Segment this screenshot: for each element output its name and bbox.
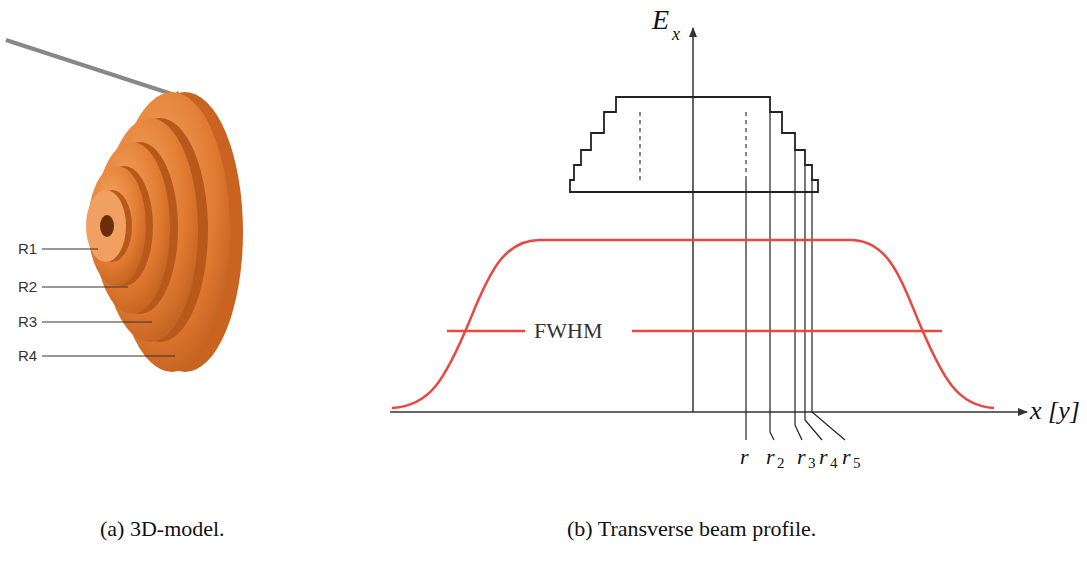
caption: (a) 3D-model. bbox=[100, 518, 225, 540]
leader-lines bbox=[42, 249, 175, 356]
stepped-profile bbox=[570, 97, 818, 192]
y-axis bbox=[692, 28, 694, 412]
part-label: R3 bbox=[18, 314, 37, 329]
radius-subscript: 3 bbox=[808, 456, 816, 471]
part-label: R1 bbox=[18, 241, 37, 256]
fwhm-line bbox=[447, 330, 525, 333]
radius-subscript: 2 bbox=[777, 456, 785, 471]
caption: (b) Transverse beam profile. bbox=[567, 518, 816, 540]
radius-label: r bbox=[740, 446, 749, 468]
beam-profile-curve bbox=[392, 240, 994, 408]
axis-label: x [y] bbox=[1030, 398, 1080, 424]
radius-label: r bbox=[842, 446, 851, 468]
radius-subscript: 5 bbox=[853, 456, 861, 471]
axis-subscript: x bbox=[672, 25, 680, 43]
radius-lines bbox=[746, 112, 845, 440]
x-axis bbox=[390, 411, 1027, 413]
fwhm-label: FWHM bbox=[532, 320, 604, 342]
part-label: R2 bbox=[18, 279, 37, 294]
radius-label: r bbox=[766, 446, 775, 468]
dashed-marks bbox=[640, 112, 746, 180]
radius-subscript: 4 bbox=[830, 456, 838, 471]
part-label: R4 bbox=[18, 348, 37, 363]
radius-label: r bbox=[819, 446, 828, 468]
stepped-cone-model bbox=[86, 92, 243, 372]
radius-label: r bbox=[797, 446, 806, 468]
fwhm-line bbox=[632, 330, 942, 333]
pointer-arrow bbox=[6, 40, 184, 98]
axis-label: E bbox=[652, 6, 669, 34]
